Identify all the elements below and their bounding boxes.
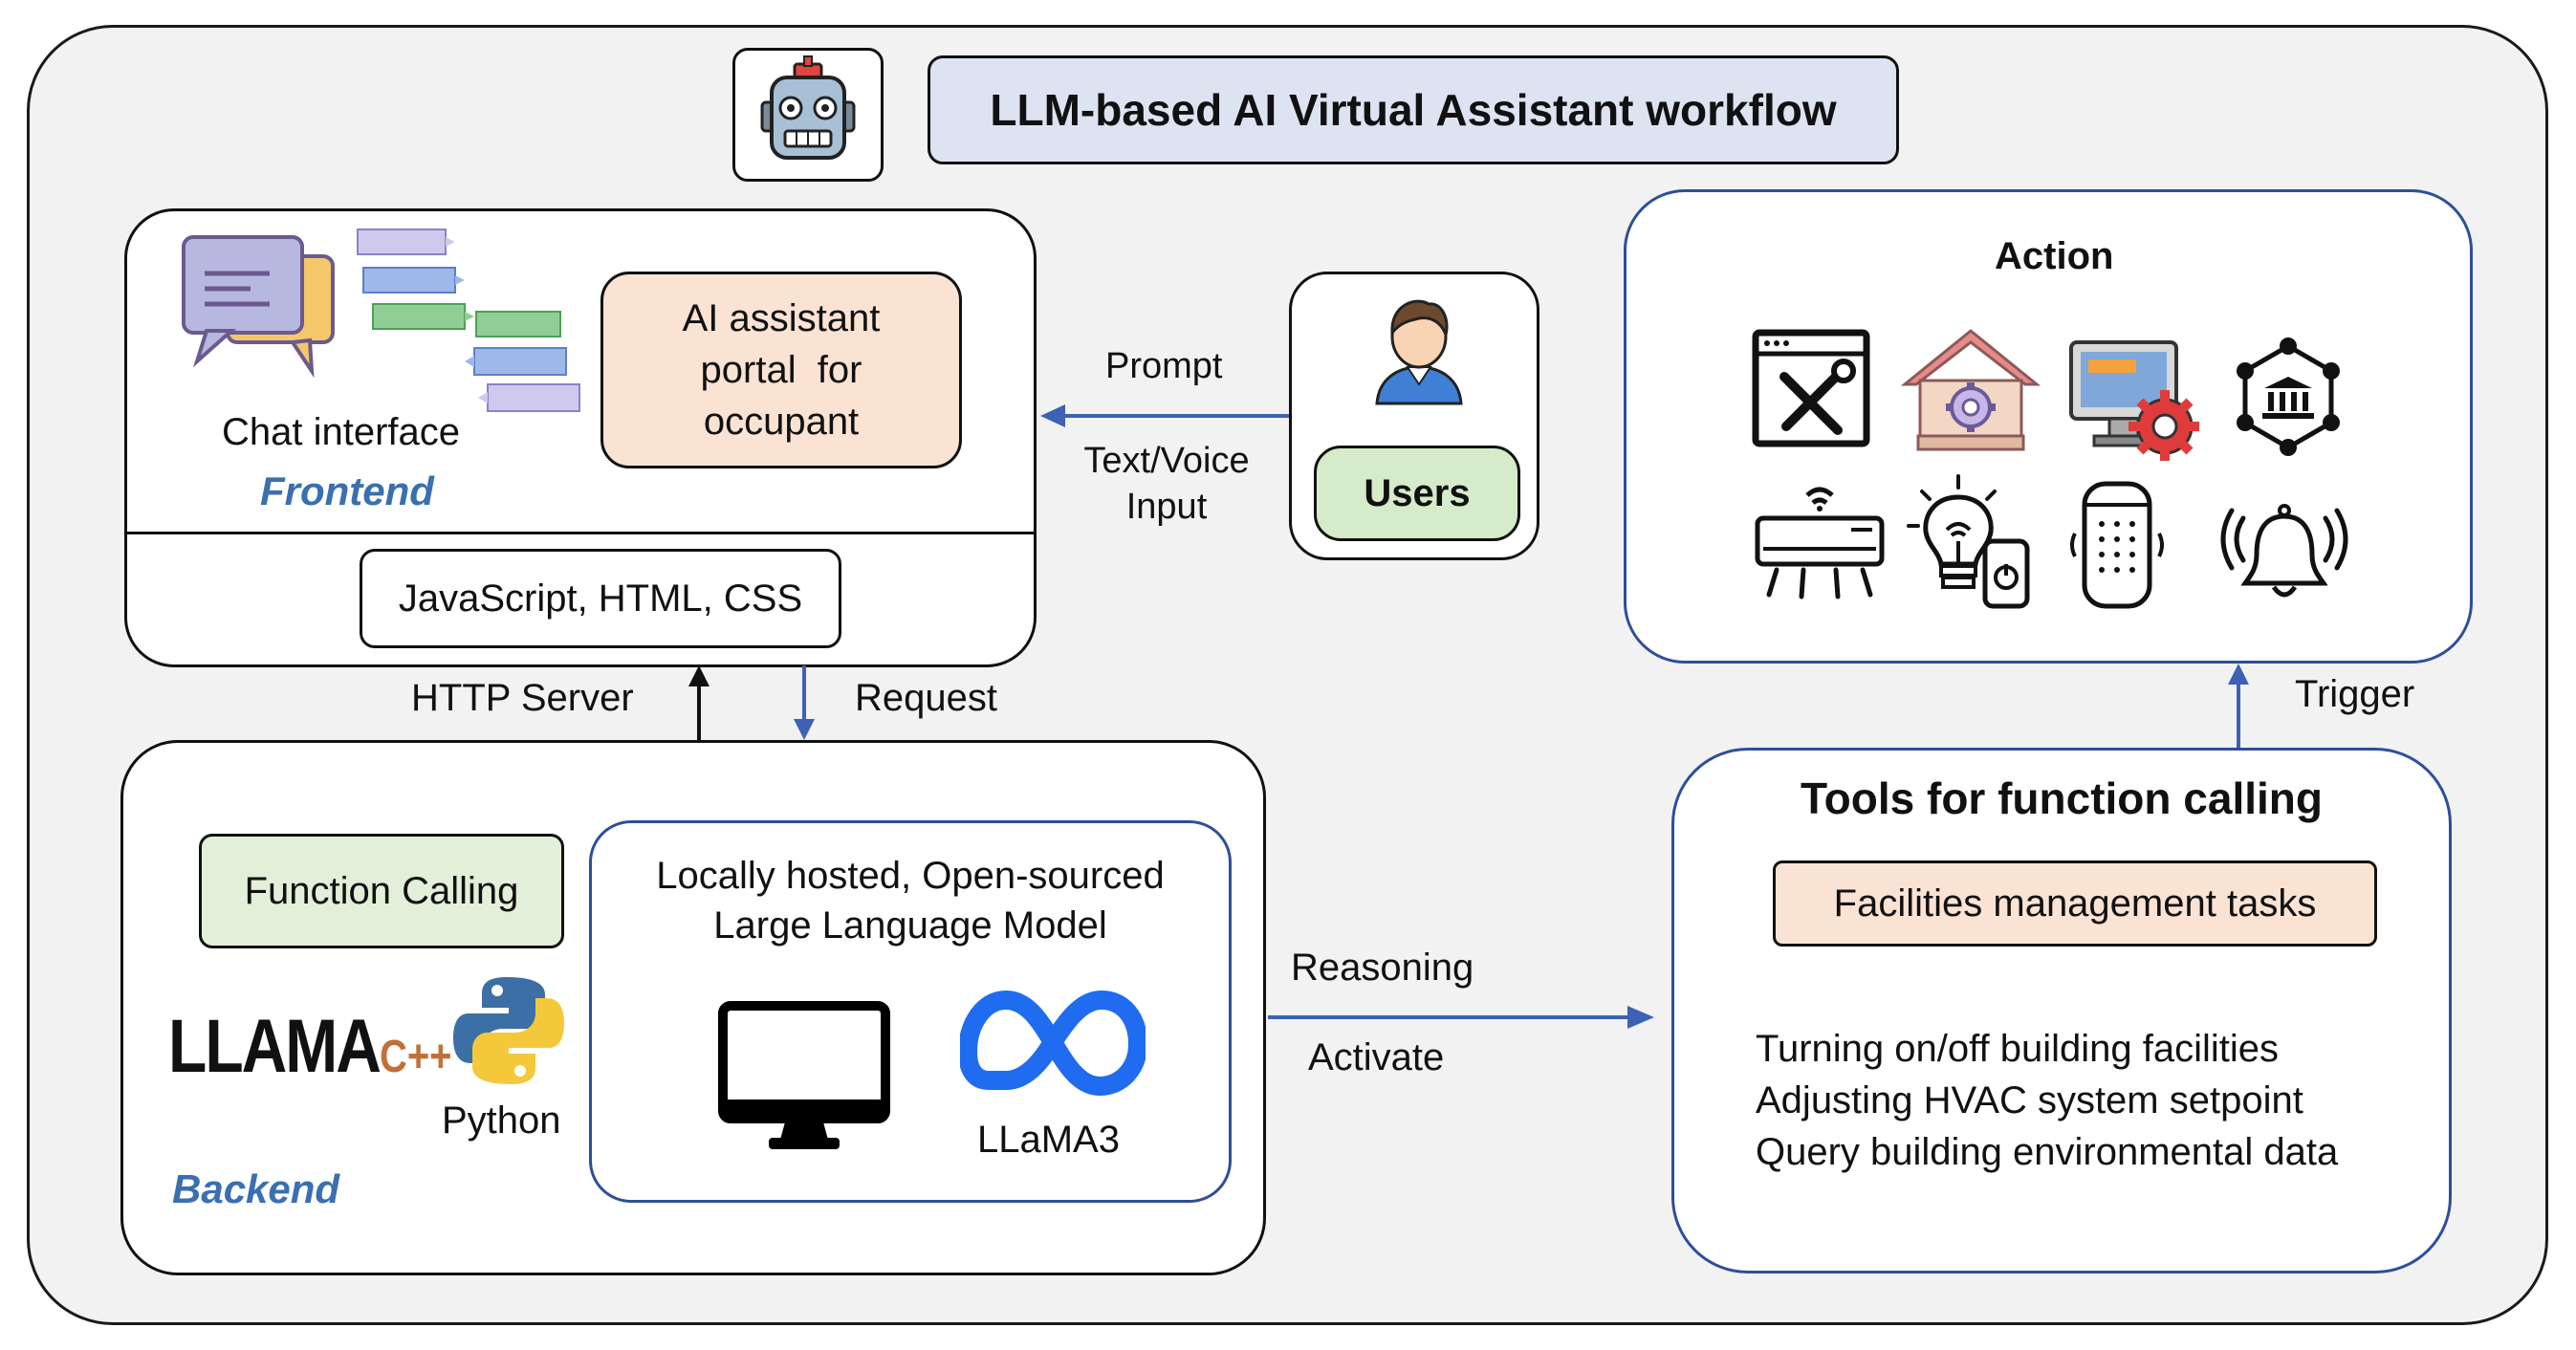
- smart-bulb-icon: [1907, 474, 2030, 609]
- air-conditioner-icon: [1755, 487, 1885, 599]
- python-logo: [453, 977, 564, 1084]
- action-title: Action: [1995, 235, 2114, 277]
- frontend-divider: [124, 532, 1037, 534]
- task-item: Adjusting HVAC system setpoint: [1756, 1079, 2303, 1121]
- smart-home-icon: [1900, 329, 2041, 451]
- frontend-section-label: Frontend: [260, 468, 434, 513]
- request-label: Request: [855, 677, 997, 719]
- reasoning-label: Reasoning: [1291, 947, 1474, 989]
- bell-icon: [2220, 504, 2348, 598]
- assistant-portal-box: AI assistant portal for occupant: [600, 272, 962, 468]
- trigger-arrow: [2228, 664, 2249, 748]
- monitor-icon: [718, 1001, 890, 1149]
- python-label: Python: [442, 1100, 561, 1142]
- smart-speaker-icon: [2070, 481, 2164, 609]
- request-arrow: [794, 665, 815, 740]
- tools-task-list: Turning on/off building facilities Adjus…: [1756, 1023, 2338, 1178]
- backend-section-label: Backend: [172, 1166, 340, 1211]
- http-server-arrow: [688, 665, 709, 740]
- text-voice-input-label: Text/Voice Input: [1083, 441, 1250, 527]
- message-list-icon: [357, 229, 580, 412]
- trigger-label: Trigger: [2295, 673, 2415, 715]
- task-item: Turning on/off building facilities: [1756, 1028, 2279, 1070]
- robot-icon: [760, 55, 856, 160]
- prompt-label: Prompt: [1105, 346, 1223, 386]
- diagram-title: LLM-based AI Virtual Assistant workflow: [928, 55, 1899, 164]
- meta-logo-icon: [960, 991, 1146, 1096]
- task-item: Query building environmental data: [1756, 1131, 2339, 1173]
- users-badge: Users: [1314, 446, 1520, 541]
- llama-cpp-logo: LLAMAC++: [168, 1003, 452, 1088]
- reasoning-arrow: [1268, 1006, 1654, 1029]
- bank-network-icon: [2237, 338, 2340, 456]
- settings-tools-icon: [1752, 329, 1870, 447]
- http-server-label: HTTP Server: [411, 677, 634, 719]
- chat-bubbles-icon: [182, 235, 335, 379]
- llm-description: Locally hosted, Open-sourced Large Langu…: [656, 855, 1165, 947]
- computer-gear-icon: [2069, 340, 2199, 461]
- llama3-label: LLaMA3: [977, 1119, 1120, 1161]
- facilities-tasks-badge: Facilities management tasks: [1773, 860, 2377, 947]
- tools-box: [1671, 748, 2452, 1274]
- user-avatar-icon: [1375, 299, 1463, 405]
- function-calling-box: Function Calling: [199, 834, 564, 948]
- robot-icon-box: [732, 48, 884, 182]
- chat-interface-label: Chat interface: [222, 411, 461, 453]
- tools-title: Tools for function calling: [1800, 773, 2323, 823]
- prompt-arrow: [1040, 404, 1289, 427]
- frontend-tech-stack: JavaScript, HTML, CSS: [360, 549, 841, 648]
- activate-label: Activate: [1308, 1036, 1445, 1078]
